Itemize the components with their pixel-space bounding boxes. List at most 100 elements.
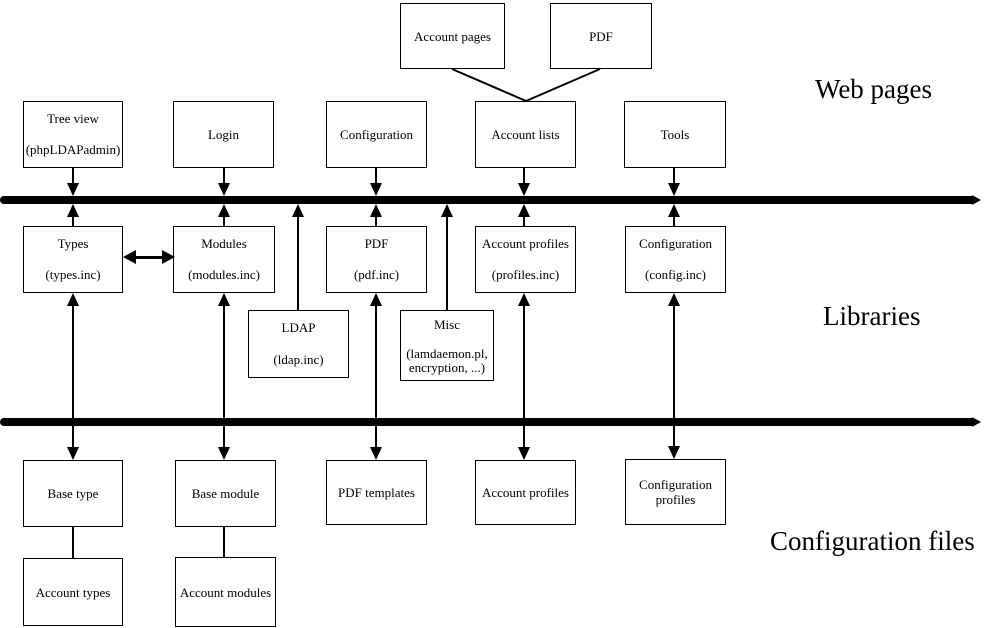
arrowhead-up bbox=[518, 293, 530, 306]
connector-configuration-lib-to-bus bbox=[673, 215, 675, 226]
box-configuration-profiles: Configuration profiles bbox=[625, 459, 726, 525]
connector-pdf-lib-to-bus bbox=[375, 215, 377, 226]
box-sublabel: (types.inc) bbox=[45, 267, 101, 282]
connector-tree-view-to-bus bbox=[72, 168, 74, 184]
connector-modules-to-bus bbox=[223, 215, 225, 226]
box-sublabel: profiles bbox=[655, 492, 696, 507]
box-account-profiles-lib: Account profiles (profiles.inc) bbox=[475, 226, 576, 293]
box-account-types: Account types bbox=[23, 558, 123, 626]
box-account-modules: Account modules bbox=[175, 557, 276, 627]
box-sublabel: (lamdaemon.pl, bbox=[406, 346, 488, 361]
box-sublabel: encryption, ...) bbox=[408, 360, 486, 375]
box-pdf-lib: PDF (pdf.inc) bbox=[326, 226, 427, 293]
connector-account-profiles-lib-to-bus bbox=[523, 215, 525, 226]
box-sublabel: (pdf.inc) bbox=[353, 267, 400, 282]
arrowhead-up bbox=[370, 204, 382, 217]
box-label: Account lists bbox=[491, 127, 560, 142]
libraries-config-bus-tip bbox=[972, 417, 981, 427]
box-label: Base module bbox=[191, 486, 260, 501]
arrowhead-down bbox=[518, 447, 530, 460]
connector-account-lists-to-bus bbox=[523, 168, 525, 184]
box-label: Account modules bbox=[179, 584, 272, 600]
box-label: PDF bbox=[364, 236, 389, 251]
arrowhead-down bbox=[518, 183, 530, 196]
box-base-type: Base type bbox=[23, 460, 123, 527]
box-ldap: LDAP (ldap.inc) bbox=[248, 310, 349, 378]
box-sublabel: (profiles.inc) bbox=[491, 267, 560, 282]
arrowhead-down bbox=[67, 447, 79, 460]
arrowhead-down bbox=[370, 447, 382, 460]
box-sublabel: (modules.inc) bbox=[188, 267, 260, 282]
arrowhead-up bbox=[67, 293, 79, 306]
box-label: Modules bbox=[201, 236, 247, 251]
connector-configuration-lib-profiles bbox=[673, 300, 675, 449]
arrowhead-left bbox=[123, 250, 136, 264]
arrowhead-up bbox=[218, 204, 230, 217]
box-label: Login bbox=[207, 127, 240, 142]
box-label: Account profiles bbox=[481, 485, 569, 500]
box-base-module: Base module bbox=[175, 460, 276, 527]
section-label-configuration-files: Configuration files bbox=[770, 526, 975, 556]
connector-configuration-to-bus bbox=[375, 168, 377, 184]
connector-base-module-account-modules bbox=[223, 527, 225, 557]
box-login: Login bbox=[173, 101, 274, 168]
line-account-pages-to-account-lists bbox=[451, 68, 527, 102]
arrowhead-up bbox=[292, 204, 304, 217]
box-label: Account profiles bbox=[481, 236, 569, 251]
box-label: Types bbox=[57, 236, 89, 251]
box-label: LDAP bbox=[281, 320, 316, 335]
box-modules: Modules (modules.inc) bbox=[173, 226, 275, 293]
box-label: Configuration bbox=[639, 477, 712, 492]
section-label-web-pages: Web pages bbox=[815, 74, 933, 104]
box-label: Configuration bbox=[340, 127, 413, 142]
web-libraries-bus-tip bbox=[972, 195, 981, 205]
box-pdf-page: PDF bbox=[550, 3, 652, 69]
connector-types-to-bus bbox=[72, 215, 74, 226]
box-label: Misc bbox=[434, 317, 460, 332]
box-pdf-templates: PDF templates bbox=[326, 460, 427, 525]
line-pdf-to-account-lists bbox=[525, 68, 601, 102]
connector-misc-to-bus bbox=[446, 215, 448, 310]
arrowhead-up bbox=[370, 293, 382, 306]
arrowhead-up bbox=[441, 204, 453, 217]
box-sublabel: (ldap.inc) bbox=[273, 352, 324, 367]
box-tree-view: Tree view (phpLDAPadmin) bbox=[23, 101, 123, 168]
arrowhead-up bbox=[668, 204, 680, 217]
arrowhead-down bbox=[218, 183, 230, 196]
box-label: Account pages bbox=[414, 28, 491, 44]
arrowhead-down bbox=[67, 183, 79, 196]
box-sublabel: (config.inc) bbox=[644, 267, 706, 282]
box-misc: Misc (lamdaemon.pl, encryption, ...) bbox=[400, 310, 494, 381]
box-sublabel: (phpLDAPadmin) bbox=[25, 142, 121, 157]
box-label: Tree view bbox=[47, 111, 99, 126]
connector-ldap-to-bus bbox=[297, 215, 299, 310]
connector-base-type-account-types bbox=[72, 527, 74, 558]
arrowhead-down bbox=[370, 183, 382, 196]
box-account-lists: Account lists bbox=[475, 101, 576, 168]
arrowhead-down bbox=[668, 183, 680, 196]
box-label: Configuration bbox=[639, 236, 712, 251]
connector-types-modules bbox=[133, 256, 165, 259]
box-configuration-page: Configuration bbox=[326, 101, 427, 168]
box-label: PDF bbox=[589, 28, 613, 44]
arrowhead-up bbox=[518, 204, 530, 217]
box-label: Base type bbox=[47, 486, 99, 501]
connector-pdf-lib-pdf-templates bbox=[375, 300, 377, 450]
box-configuration-lib: Configuration (config.inc) bbox=[625, 226, 726, 293]
connector-account-profiles-lib-file bbox=[523, 300, 525, 450]
box-label: Tools bbox=[660, 127, 690, 142]
libraries-config-bus bbox=[0, 418, 972, 426]
box-sublabel-group: (lamdaemon.pl, encryption, ...) bbox=[406, 347, 488, 375]
arrowhead-right bbox=[162, 250, 175, 264]
box-account-profiles-file: Account profiles bbox=[475, 460, 576, 525]
connector-types-base-type bbox=[72, 300, 74, 450]
connector-login-to-bus bbox=[223, 168, 225, 184]
box-label: Account types bbox=[35, 584, 111, 600]
web-libraries-bus bbox=[0, 196, 972, 204]
box-types: Types (types.inc) bbox=[23, 226, 123, 293]
connector-tools-to-bus bbox=[673, 168, 675, 184]
arrowhead-up bbox=[218, 293, 230, 306]
connector-modules-base-module bbox=[223, 300, 225, 450]
